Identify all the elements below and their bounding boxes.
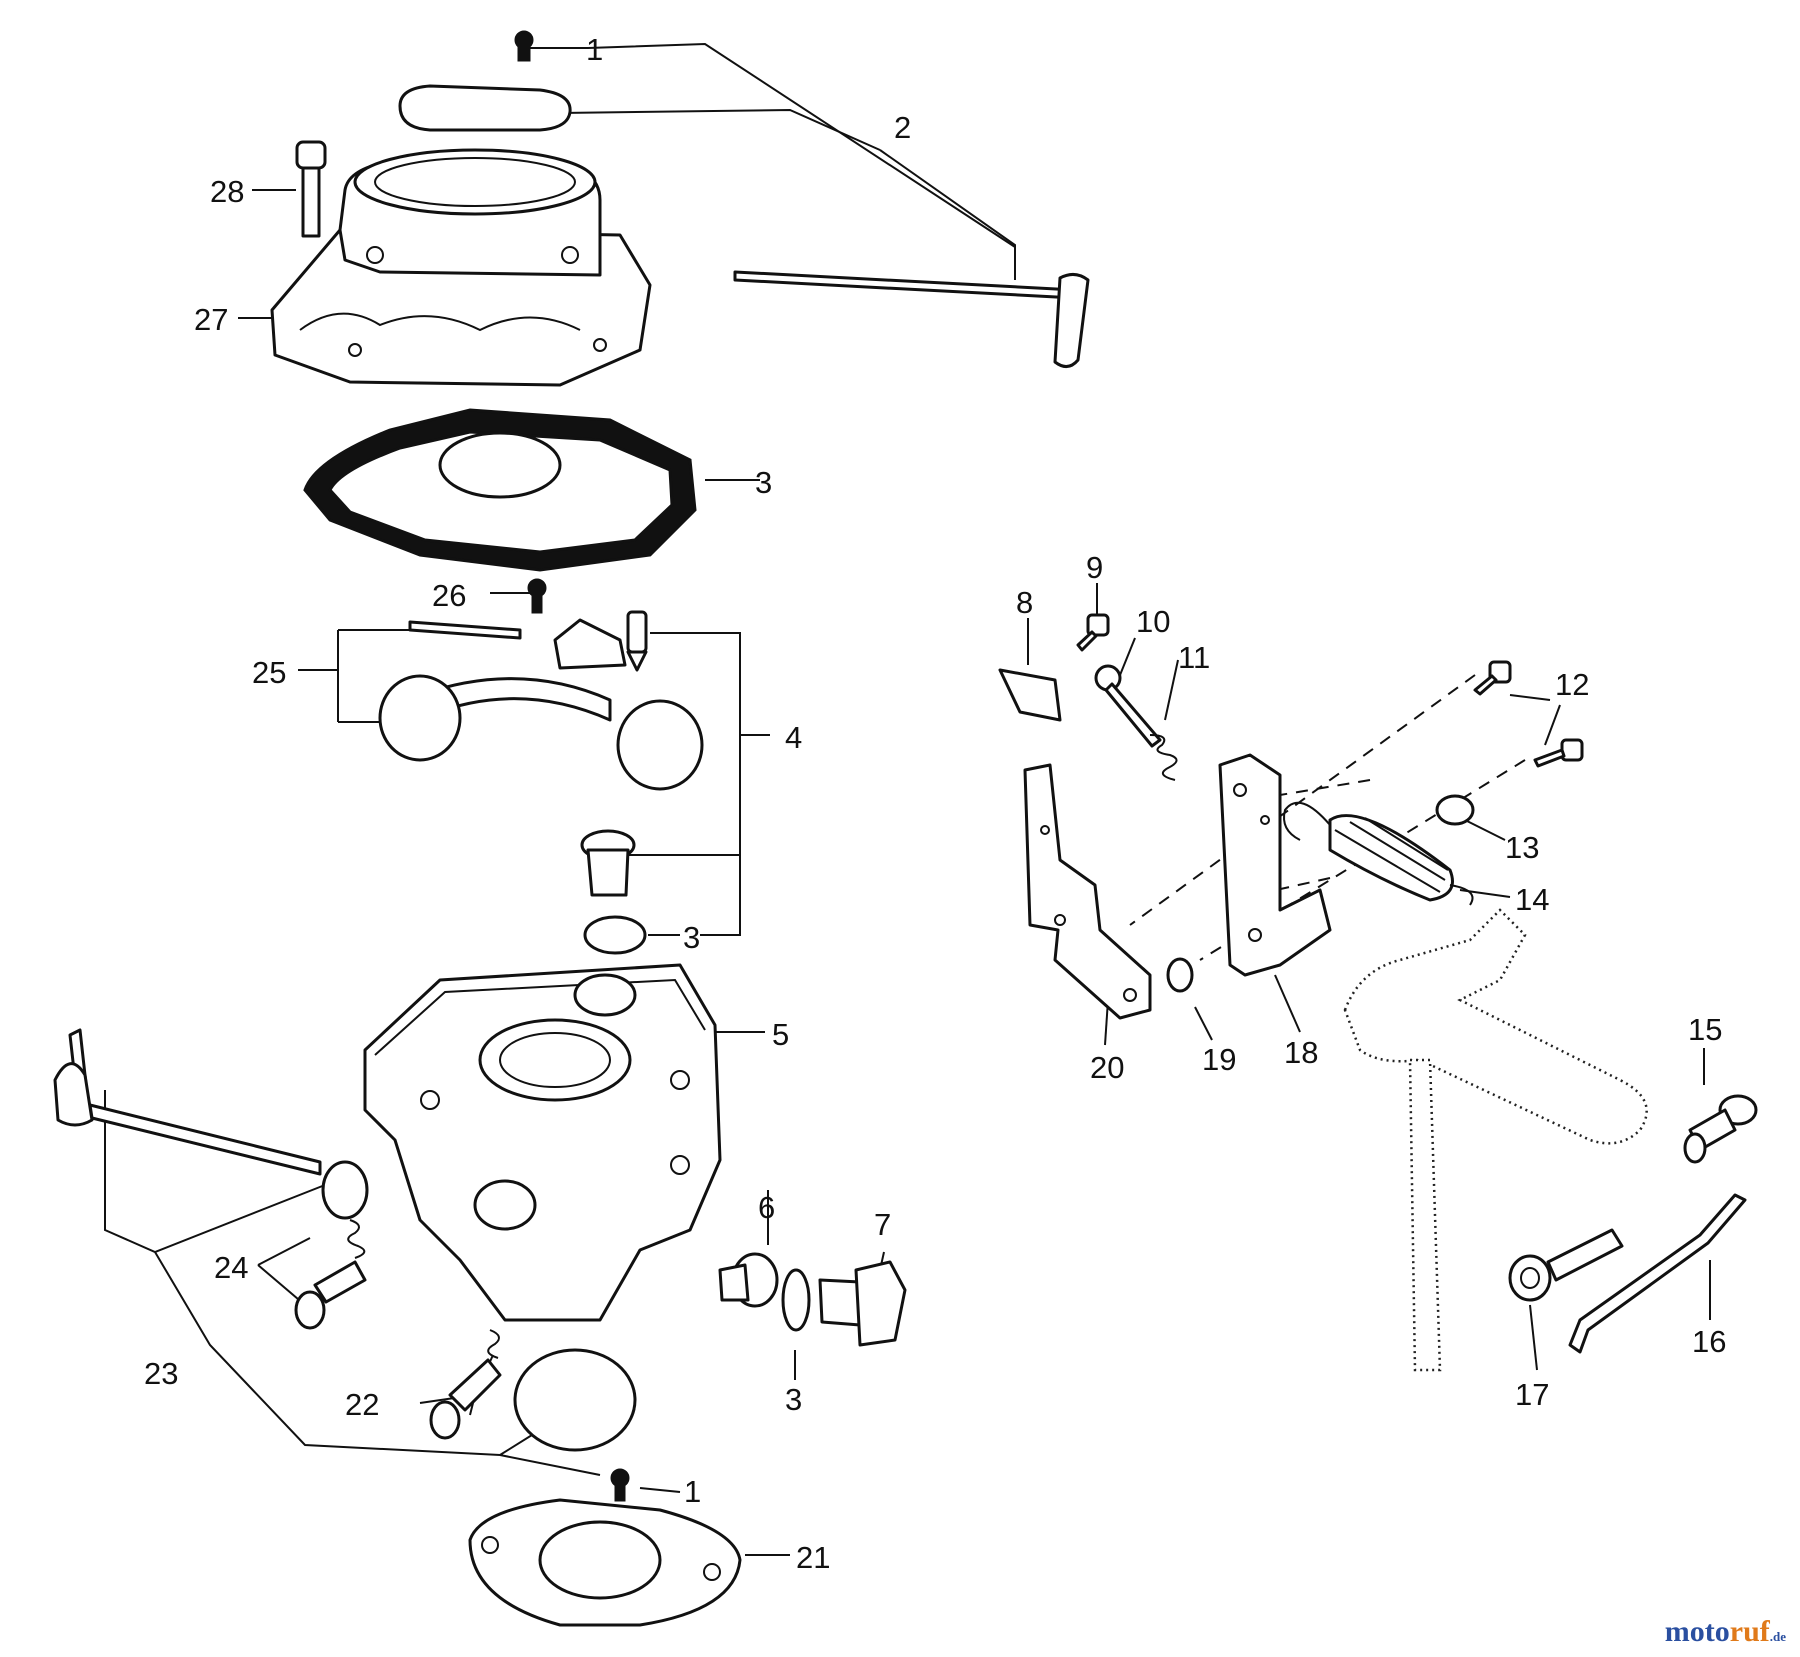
callout-20: 20	[1090, 1050, 1124, 1085]
callout-6: 6	[758, 1190, 775, 1225]
callout-3-oring: 3	[683, 920, 700, 955]
callout-18: 18	[1284, 1035, 1318, 1070]
screw-part-22	[429, 1329, 502, 1440]
callout-2: 2	[894, 110, 911, 145]
choke-shaft-part-23	[53, 1028, 369, 1220]
screw-part-12-b	[1533, 738, 1584, 768]
plug-bolt-part-7	[818, 1260, 907, 1347]
callout-1-top: 1	[586, 32, 603, 67]
spring-part-14	[1283, 801, 1474, 906]
callout-8: 8	[1016, 585, 1033, 620]
idle-screw-part-24	[294, 1219, 367, 1330]
callout-19: 19	[1202, 1042, 1236, 1077]
screw-part-26	[527, 578, 547, 614]
washer-part-13	[1435, 794, 1475, 826]
rod-part-16	[1568, 1193, 1747, 1354]
gasket-part-3-top	[303, 408, 697, 572]
throttle-shaft-part-2	[733, 270, 1090, 368]
carburetor-parts	[53, 30, 1090, 1627]
callout-5: 5	[772, 1017, 789, 1052]
callout-3-gasket: 3	[755, 465, 772, 500]
o-ring-part-3	[583, 915, 647, 955]
cover-plate-part-2	[398, 84, 572, 132]
air-horn-part-27	[270, 148, 652, 387]
watermark-tld: .de	[1769, 1629, 1786, 1644]
callout-11: 11	[1178, 640, 1210, 675]
callout-13: 13	[1505, 830, 1539, 865]
callout-23: 23	[144, 1356, 178, 1391]
callout-25: 25	[252, 655, 286, 690]
callout-16: 16	[1692, 1324, 1726, 1359]
callout-10: 10	[1136, 604, 1170, 639]
callout-9: 9	[1086, 550, 1103, 585]
watermark-part2: ruf	[1729, 1615, 1770, 1648]
watermark-part1: moto	[1664, 1615, 1730, 1648]
screw-part-28	[295, 140, 327, 238]
callout-7: 7	[874, 1207, 891, 1242]
callout-22: 22	[345, 1387, 379, 1422]
clip-part-8	[998, 668, 1062, 722]
needle-valve-part-4	[626, 610, 648, 672]
callout-21: 21	[796, 1540, 830, 1575]
callout-1-bottom: 1	[684, 1474, 701, 1509]
callout-17: 17	[1515, 1377, 1549, 1412]
callout-26: 26	[432, 578, 466, 613]
phantom-lever	[1343, 908, 1648, 1372]
callout-24: 24	[214, 1250, 248, 1285]
screw-part-1-top	[514, 30, 534, 62]
bracket-part-20	[1023, 763, 1152, 1020]
callout-27: 27	[194, 302, 228, 337]
callouts: 1 2 28 27 3 26 25 4 3 5 6 7 3 24 23 22 1…	[144, 32, 1726, 1575]
swivel-part-17	[1508, 1228, 1624, 1302]
callout-14: 14	[1515, 882, 1549, 917]
bracket-part-18	[1218, 753, 1332, 977]
callout-28: 28	[210, 174, 244, 209]
callout-12: 12	[1555, 667, 1589, 702]
callout-3-washer: 3	[785, 1382, 802, 1417]
flange-gasket-part-21	[468, 1498, 742, 1627]
throttle-disc-part-23	[513, 1348, 637, 1452]
adjusting-screw-part-6	[718, 1252, 779, 1308]
spring-part-11	[1149, 734, 1178, 781]
carburetor-body-part-5	[363, 963, 722, 1322]
float-assembly-part-25	[378, 618, 704, 791]
callout-4: 4	[785, 720, 802, 755]
screw-part-9	[1076, 613, 1110, 652]
screw-part-10	[1094, 664, 1162, 748]
screw-part-1-bottom	[610, 1468, 630, 1502]
screw-part-12-a	[1473, 660, 1512, 696]
watermark-logo: motoruf.de	[1665, 1615, 1786, 1649]
linkage-parts	[998, 613, 1758, 1372]
needle-seat-part-4	[580, 829, 636, 897]
washer-part-3-bottom	[781, 1268, 811, 1332]
washer-part-19	[1166, 957, 1194, 993]
fitting-part-15	[1683, 1094, 1758, 1164]
callout-15: 15	[1688, 1012, 1722, 1047]
